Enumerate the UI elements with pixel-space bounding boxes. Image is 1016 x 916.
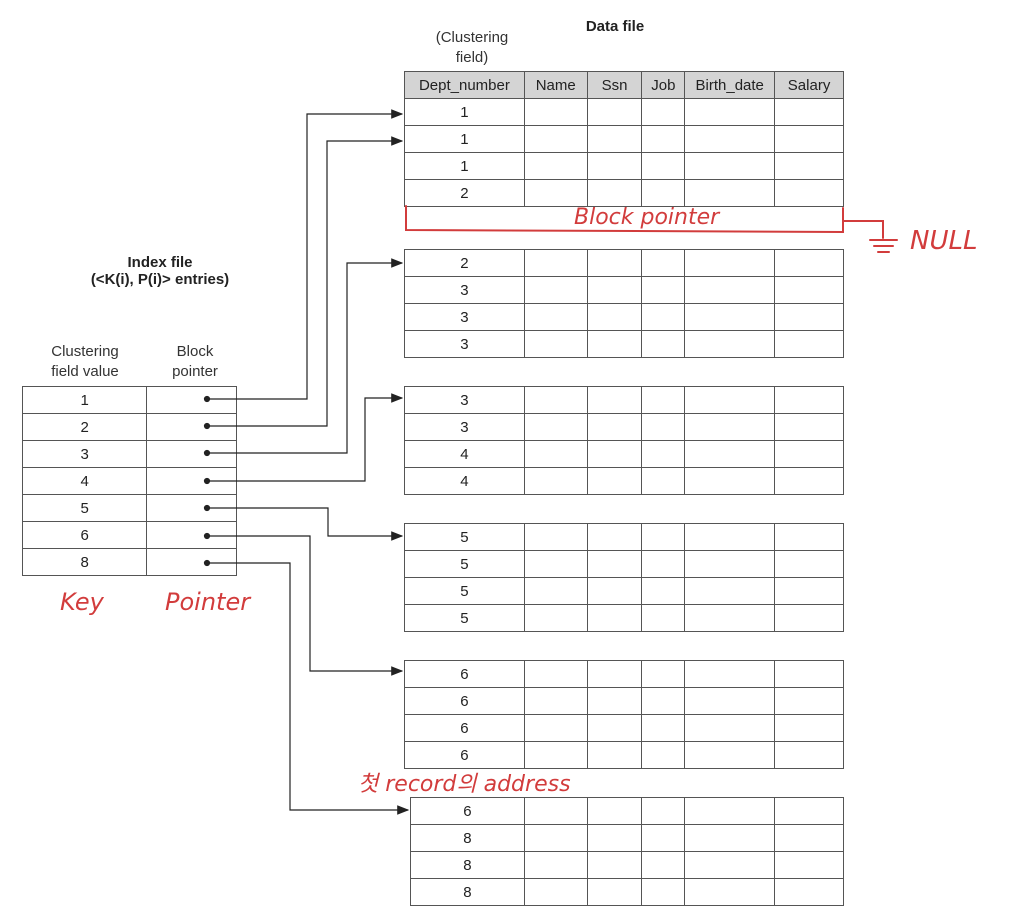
index-file-title-line1: Index file — [127, 254, 193, 271]
index-pointer-cell — [146, 440, 237, 468]
data-record-row: 5 — [404, 523, 844, 551]
dept-number-cell: 4 — [404, 440, 525, 468]
pointer-arrow-2 — [207, 136, 404, 427]
index-entry-row: 1 — [21, 386, 237, 414]
dept-number-cell: 5 — [404, 604, 525, 632]
index-key-cell: 8 — [21, 548, 148, 576]
data-record-row: 2 — [404, 249, 844, 277]
data-block-2: 2 3 3 3 — [404, 249, 844, 358]
data-record-row: 3 — [404, 330, 844, 358]
dept-number-cell: 3 — [404, 386, 525, 414]
data-block-5: 6 6 6 6 — [404, 660, 844, 769]
first-record-address-annotation: 첫 record의 address — [358, 772, 571, 797]
pointer-annotation: Pointer — [165, 588, 251, 616]
data-block-1: Dept_number Name Ssn Job Birth_date Sala… — [404, 71, 844, 207]
data-record-row: 1 — [404, 98, 844, 126]
dept-number-cell: 6 — [404, 660, 525, 688]
pointer-arrow-6 — [207, 535, 404, 676]
column-header: Name — [523, 71, 588, 99]
index-entry-row: 3 — [21, 440, 237, 468]
dept-number-cell: 2 — [404, 179, 525, 207]
block-pointer-annotation: Block pointer — [574, 205, 720, 230]
clustering-field-value-header: Clustering field value — [30, 342, 140, 382]
data-record-row: 1 — [404, 125, 844, 153]
data-header-row: Dept_number Name Ssn Job Birth_date Sala… — [404, 71, 844, 99]
data-record-row: 5 — [404, 550, 844, 578]
dept-number-cell: 8 — [410, 878, 525, 906]
index-file-title-line2: (<K(i), P(i)> entries) — [90, 271, 230, 288]
data-record-row: 3 — [404, 303, 844, 331]
column-header: Ssn — [586, 71, 643, 99]
index-pointer-cell — [146, 548, 237, 576]
data-file-title: Data file — [585, 18, 645, 35]
index-pointer-cell — [146, 521, 237, 549]
dept-number-cell: 6 — [404, 741, 525, 769]
data-record-row: 6 — [404, 660, 844, 688]
data-record-row: 4 — [404, 440, 844, 468]
block-pointer-header: Block pointer — [150, 342, 240, 382]
data-record-row: 6 — [404, 714, 844, 742]
column-header: Salary — [774, 71, 844, 99]
column-header: Dept_number — [404, 71, 525, 99]
clustering-field-value-header-line2: field value — [51, 363, 119, 380]
null-ground-symbol — [869, 239, 898, 253]
clustering-field-label-line2: field) — [455, 49, 489, 66]
data-record-row: 3 — [404, 386, 844, 414]
data-record-row: 6 — [410, 797, 844, 825]
data-block-3: 3 3 4 4 — [404, 386, 844, 495]
null-annotation: NULL — [910, 226, 978, 256]
key-annotation: Key — [60, 588, 104, 616]
block-pointer-header-line2: pointer — [172, 363, 218, 380]
index-entry-row: 8 — [21, 548, 237, 576]
data-block-6: 6 8 8 8 — [410, 797, 844, 906]
data-record-row: 1 — [404, 152, 844, 180]
clustering-field-label: (Clustering field) — [412, 28, 532, 68]
data-record-row: 5 — [404, 577, 844, 605]
index-key-cell: 2 — [21, 413, 148, 441]
pointer-arrow-5 — [207, 507, 404, 541]
data-record-row: 8 — [410, 878, 844, 906]
pointer-arrow-8 — [207, 562, 410, 815]
clustering-field-value-header-line1: Clustering — [51, 343, 119, 360]
index-file-title: Index file (<K(i), P(i)> entries) — [60, 254, 260, 288]
dept-number-cell: 1 — [404, 125, 525, 153]
index-key-cell: 3 — [21, 440, 148, 468]
data-record-row: 2 — [404, 179, 844, 207]
column-header: Job — [641, 71, 686, 99]
clustering-field-label-line1: (Clustering — [435, 29, 509, 46]
index-entry-row: 2 — [21, 413, 237, 441]
index-key-cell: 1 — [21, 386, 148, 414]
data-record-row: 5 — [404, 604, 844, 632]
dept-number-cell: 5 — [404, 550, 525, 578]
dept-number-cell: 3 — [404, 330, 525, 358]
pointer-arrow-3 — [207, 258, 404, 454]
index-pointer-cell — [146, 413, 237, 441]
block-pointer-header-line1: Block — [176, 343, 214, 360]
dept-number-cell: 4 — [404, 467, 525, 495]
pointer-arrow-1 — [207, 109, 404, 400]
dept-number-cell: 8 — [410, 824, 525, 852]
data-record-row: 4 — [404, 467, 844, 495]
data-record-row: 3 — [404, 413, 844, 441]
data-record-row: 6 — [404, 741, 844, 769]
data-block-4: 5 5 5 5 — [404, 523, 844, 632]
pointer-arrow-4 — [207, 393, 404, 482]
data-record-row: 6 — [404, 687, 844, 715]
null-connector-line — [842, 220, 884, 239]
